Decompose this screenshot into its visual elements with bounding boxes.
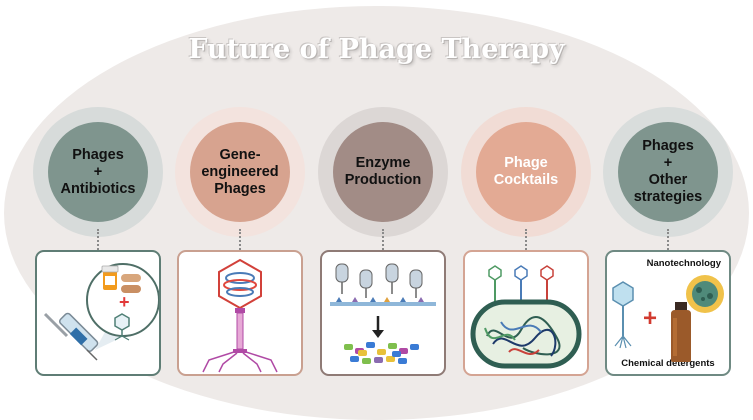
- phage-icon: [114, 313, 130, 341]
- phage-icon: [335, 263, 423, 298]
- syringe-icon: [43, 312, 99, 361]
- strategy-disc: Phages+Antibiotics: [48, 122, 148, 222]
- phage-icon: [612, 281, 634, 349]
- diagram-title: Future of Phage Therapy: [188, 34, 565, 65]
- strategy-panel: [463, 250, 589, 376]
- strategy-panel: +: [35, 250, 161, 376]
- bacterium-icon: [470, 299, 582, 369]
- strategy-panel: Nanotechnology Chemical detergents +: [605, 250, 731, 376]
- connector-line: [525, 229, 527, 253]
- phage-icon: [202, 258, 278, 373]
- nanotechnology-label: Nanotechnology: [646, 258, 721, 269]
- connector-line: [667, 229, 669, 253]
- connector-line: [382, 229, 384, 253]
- chemical-detergents-label: Chemical detergents: [621, 358, 715, 369]
- phage-icon: [488, 265, 554, 302]
- connector-line: [239, 229, 241, 253]
- connector-line: [97, 229, 99, 253]
- capsule-icon: [121, 274, 141, 293]
- strategy-panel: [320, 250, 446, 376]
- nanoparticle-icon: [686, 275, 724, 313]
- svg-text:+: +: [643, 305, 657, 332]
- strategy-label: Phages+Antibiotics: [60, 146, 136, 197]
- pill-bottle-icon: [101, 265, 119, 290]
- enzyme-icon: [344, 342, 419, 364]
- detergent-bottle-icon: [671, 302, 691, 362]
- svg-text:+: +: [119, 292, 130, 312]
- strategy-panel: [177, 250, 303, 376]
